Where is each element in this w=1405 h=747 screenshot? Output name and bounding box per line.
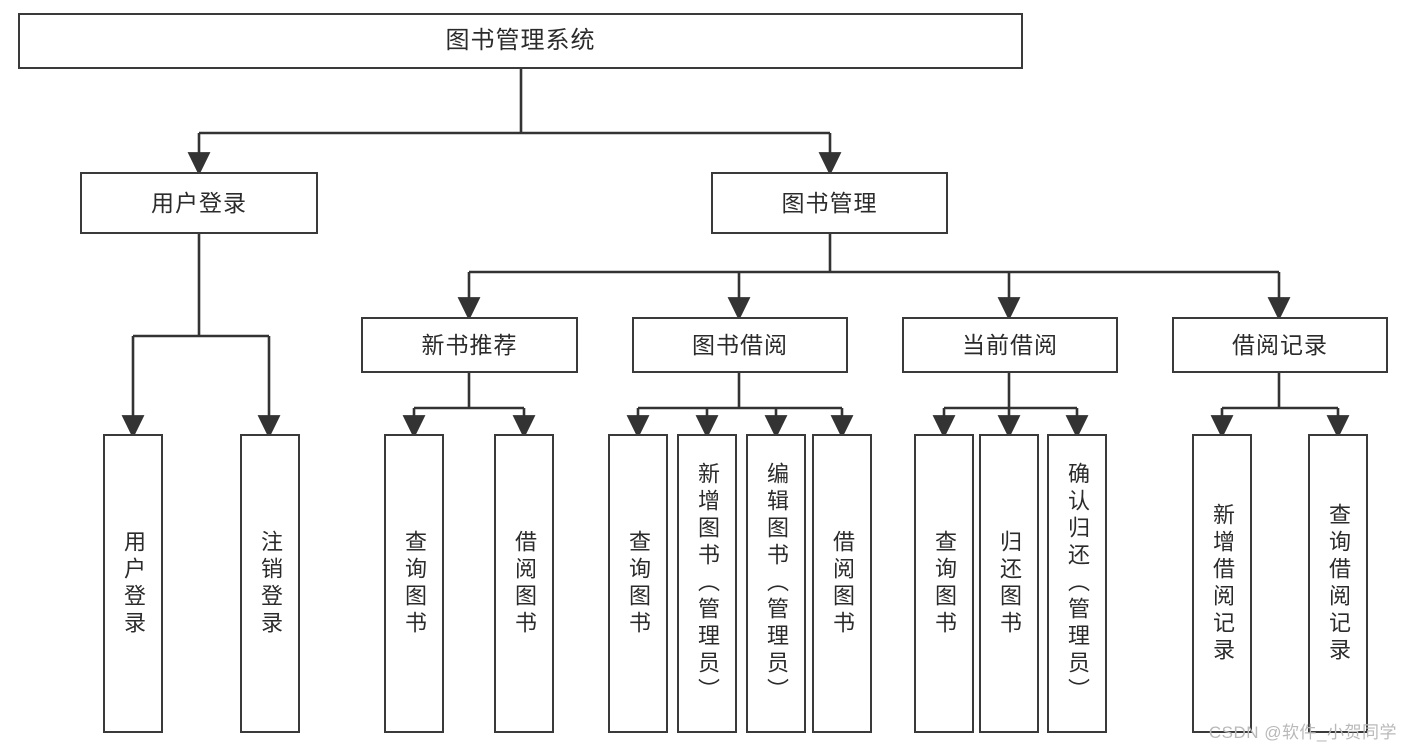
node-label: 新书推荐 [421,331,518,358]
node-new-book-recommend[interactable]: 新书推荐 [361,317,578,373]
node-current-borrow[interactable]: 当前借阅 [902,317,1118,373]
node-label: 新增借阅记录 [1210,502,1235,665]
leaf-current-confirm-return-admin[interactable]: 确认归还（管理员） [1047,434,1107,733]
node-borrow-record[interactable]: 借阅记录 [1172,317,1388,373]
node-label: 注销登录 [258,529,283,638]
node-label: 借阅图书 [830,529,855,638]
leaf-record-query-record[interactable]: 查询借阅记录 [1308,434,1368,733]
leaf-user-logout[interactable]: 注销登录 [240,434,300,733]
node-user-login[interactable]: 用户登录 [80,172,318,234]
node-label: 用户登录 [151,189,247,216]
node-label: 用户登录 [121,529,146,638]
node-label: 新增图书（管理员） [695,462,720,705]
node-label: 查询图书 [402,529,427,638]
leaf-borrow-add-book-admin[interactable]: 新增图书（管理员） [677,434,737,733]
node-root-system[interactable]: 图书管理系统 [18,13,1023,69]
node-label: 归还图书 [997,529,1022,638]
leaf-borrow-lend-book[interactable]: 借阅图书 [812,434,872,733]
node-label: 查询图书 [626,529,651,638]
leaf-newbook-borrow-book[interactable]: 借阅图书 [494,434,554,733]
leaf-record-add-record[interactable]: 新增借阅记录 [1192,434,1252,733]
node-label: 借阅记录 [1232,331,1328,358]
node-label: 图书管理系统 [445,27,596,55]
csdn-watermark: CSDN @软件_小贺同学 [1208,723,1397,742]
leaf-current-query-book[interactable]: 查询图书 [914,434,974,733]
node-book-borrow[interactable]: 图书借阅 [632,317,848,373]
node-book-management[interactable]: 图书管理 [711,172,948,234]
leaf-user-login[interactable]: 用户登录 [103,434,163,733]
node-label: 查询图书 [932,529,957,638]
node-label: 当前借阅 [962,331,1058,358]
leaf-borrow-query-book[interactable]: 查询图书 [608,434,668,733]
node-label: 查询借阅记录 [1326,502,1351,665]
node-label: 借阅图书 [512,529,537,638]
node-label: 确认归还（管理员） [1065,462,1090,705]
node-label: 图书借阅 [692,331,788,358]
leaf-borrow-edit-book-admin[interactable]: 编辑图书（管理员） [746,434,806,733]
node-label: 图书管理 [781,189,878,216]
leaf-newbook-query-book[interactable]: 查询图书 [384,434,444,733]
leaf-current-return-book[interactable]: 归还图书 [979,434,1039,733]
node-label: 编辑图书（管理员） [764,462,789,705]
